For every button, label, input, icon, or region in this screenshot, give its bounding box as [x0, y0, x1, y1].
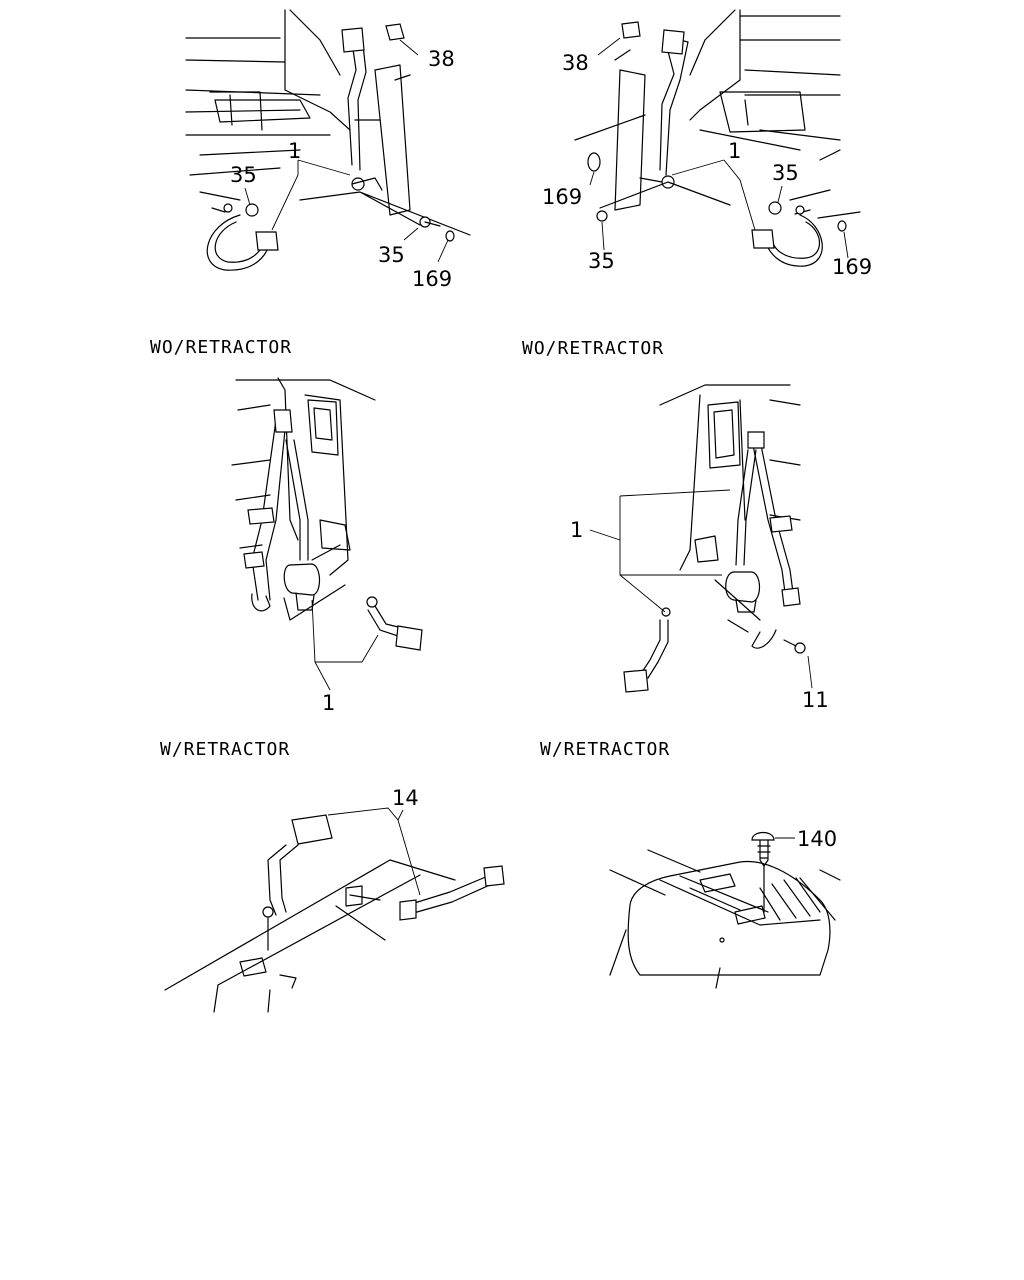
middle-right-retractor-belt-view: 1 11	[570, 384, 829, 712]
section-caption: W/RETRACTOR	[160, 739, 290, 760]
callout-belt-label: 1	[570, 518, 583, 542]
callout-cap-label: 169	[542, 185, 582, 209]
callout-belt-label: 1	[288, 139, 301, 163]
bottom-left-buckle-view: 14	[164, 786, 505, 1013]
top-left-lap-belt-view: 1 35 35 38 169	[185, 9, 471, 291]
section-caption: W/RETRACTOR	[540, 739, 670, 760]
callout-anchor-cover-label: 38	[562, 51, 589, 75]
callout-anchor-cover-label: 38	[428, 47, 455, 71]
bottom-right-console-view: 140	[609, 827, 841, 989]
top-right-lap-belt-view: 1 35 35 38 169 169	[542, 9, 872, 279]
callout-bolt-label: 35	[378, 243, 405, 267]
callout-buckle-label: 14	[392, 786, 419, 810]
section-caption: WO/RETRACTOR	[522, 338, 664, 359]
callout-cap-label: 169	[832, 255, 872, 279]
callout-belt-label: 1	[322, 691, 335, 715]
callout-bolt-label: 35	[588, 249, 615, 273]
section-caption: WO/RETRACTOR	[150, 337, 292, 358]
callout-clip-label: 35	[230, 163, 257, 187]
callout-bolt-label: 11	[802, 688, 829, 712]
callout-belt-label: 1	[728, 139, 741, 163]
callout-cap-label: 169	[412, 267, 452, 291]
callout-clip-label: 35	[772, 161, 799, 185]
callout-screw-label: 140	[797, 827, 837, 851]
middle-left-retractor-belt-view: 1	[231, 377, 423, 715]
